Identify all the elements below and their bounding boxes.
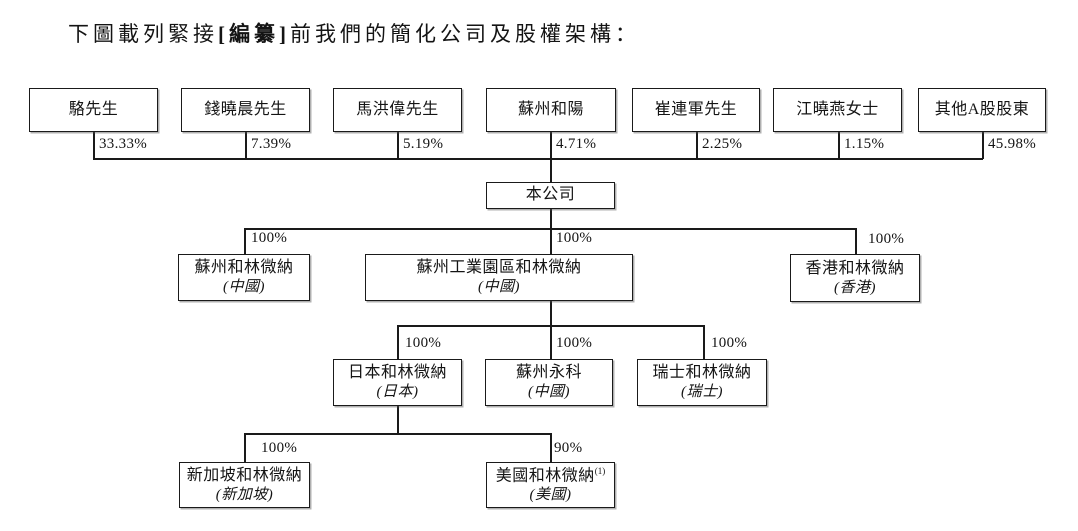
connector-line-vertical — [245, 132, 247, 159]
connector-line-vertical — [550, 228, 552, 255]
node-us-helin: 美國和林微納(1)(美國) — [486, 462, 615, 508]
entity-name-text: 蘇州和林微納 — [194, 259, 294, 277]
node-sg-helin: 新加坡和林微納 (新加坡) — [179, 462, 310, 508]
ownership-pct-qian: 7.39% — [251, 136, 292, 152]
entity-name-text: 美國和林微納 — [495, 467, 595, 485]
entity-name: 錢曉晨先生 — [204, 100, 287, 121]
connector-line-vertical — [703, 325, 705, 360]
entity-name-text: 蘇州永科 — [515, 364, 582, 382]
entity-name: 蘇州和林微納 — [194, 258, 293, 279]
connector-line-vertical — [838, 132, 840, 159]
connector-line-vertical — [550, 325, 552, 360]
node-suzhou-yongke: 蘇州永科 (中國) — [485, 359, 613, 406]
connector-line-vertical — [397, 132, 399, 159]
connector-line-vertical — [550, 158, 552, 183]
node-heyang: 蘇州和陽 — [486, 88, 616, 132]
entity-name: 美國和林微納(1) — [496, 466, 606, 487]
entity-name: 崔連軍先生 — [655, 100, 738, 121]
entity-location: (中國) — [478, 279, 520, 296]
node-ma: 馬洪偉先生 — [333, 88, 462, 132]
connector-line-vertical — [550, 132, 552, 159]
entity-name-text: 蘇州工業園區和林微納 — [416, 259, 582, 277]
entity-name: 日本和林微納 — [348, 363, 447, 384]
connector-line-vertical — [550, 208, 552, 229]
node-other: 其他A股股東 — [918, 88, 1046, 132]
node-hk-helin: 香港和林微納 (香港) — [790, 254, 920, 302]
connector-line-vertical — [982, 132, 984, 159]
title-text-suffix: 前我們的簡化公司及股權架構： — [290, 22, 640, 46]
entity-name: 蘇州工業園區和林微納 — [416, 258, 581, 279]
ownership-pct-sg-helin: 100% — [261, 440, 298, 456]
entity-name-text: 馬洪偉先生 — [356, 100, 439, 118]
title-redaction-marker: [編纂] — [218, 22, 290, 46]
entity-name: 駱先生 — [69, 100, 119, 121]
ownership-pct-sip-helin: 100% — [556, 230, 593, 246]
entity-location: (美國) — [529, 486, 572, 503]
connector-line-vertical — [93, 132, 95, 159]
entity-name: 江曉燕女士 — [796, 100, 879, 121]
entity-name-text: 其他A股股東 — [934, 100, 1030, 118]
entity-name-text: 新加坡和林微納 — [186, 466, 303, 484]
entity-name: 本公司 — [526, 185, 576, 206]
node-company: 本公司 — [486, 182, 615, 209]
entity-name-text: 瑞士和林微納 — [652, 364, 752, 382]
entity-name-text: 蘇州和陽 — [517, 100, 584, 118]
page-title: 下圖載列緊接[編纂]前我們的簡化公司及股權架構： — [68, 18, 640, 48]
entity-name: 瑞士和林微納 — [652, 363, 751, 384]
entity-name: 其他A股股東 — [935, 100, 1030, 121]
node-qian: 錢曉晨先生 — [181, 88, 310, 132]
ownership-pct-suzhou-yongke: 100% — [556, 335, 593, 351]
connector-line-horizontal — [93, 158, 983, 160]
connector-line-vertical — [397, 325, 399, 360]
ownership-pct-heyang: 4.71% — [556, 136, 597, 152]
ownership-pct-japan-helin: 100% — [405, 335, 442, 351]
ownership-pct-ma: 5.19% — [403, 136, 444, 152]
entity-name: 蘇州永科 — [516, 363, 582, 384]
node-jiang: 江曉燕女士 — [773, 88, 902, 132]
connector-line-vertical — [550, 433, 552, 463]
ownership-pct-luo: 33.33% — [99, 136, 148, 152]
entity-name-text: 錢曉晨先生 — [204, 100, 287, 118]
ownership-pct-suzhou-helin: 100% — [251, 230, 288, 246]
entity-location: (瑞士) — [681, 384, 723, 401]
connector-line-vertical — [855, 228, 857, 255]
node-luo: 駱先生 — [29, 88, 158, 132]
ownership-pct-swiss-helin: 100% — [711, 335, 748, 351]
entity-location: (新加坡) — [215, 486, 274, 503]
ownership-pct-jiang: 1.15% — [844, 136, 885, 152]
entity-name: 香港和林微納 — [805, 259, 904, 280]
entity-name-text: 香港和林微納 — [805, 259, 905, 277]
node-japan-helin: 日本和林微納 (日本) — [333, 359, 462, 406]
connector-line-vertical — [550, 300, 552, 326]
entity-location: (中國) — [528, 384, 570, 401]
title-text-prefix: 下圖載列緊接 — [68, 22, 218, 46]
node-swiss-helin: 瑞士和林微納 (瑞士) — [637, 359, 767, 406]
entity-name-text: 駱先生 — [68, 100, 119, 118]
ownership-pct-us-helin: 90% — [554, 440, 583, 456]
connector-line-vertical — [397, 405, 399, 434]
entity-location: (日本) — [376, 384, 419, 401]
ownership-pct-cui: 2.25% — [702, 136, 743, 152]
entity-location: (香港) — [834, 279, 876, 296]
entity-name-text: 江曉燕女士 — [796, 100, 879, 118]
node-suzhou-helin: 蘇州和林微納 (中國) — [178, 254, 310, 301]
ownership-pct-other: 45.98% — [988, 136, 1037, 152]
entity-name-text: 日本和林微納 — [347, 364, 447, 382]
entity-name: 蘇州和陽 — [518, 100, 584, 121]
node-cui: 崔連軍先生 — [632, 88, 760, 132]
entity-name: 馬洪偉先生 — [356, 100, 439, 121]
ownership-pct-hk-helin: 100% — [868, 231, 905, 247]
entity-name: 新加坡和林微納 — [187, 466, 303, 487]
entity-name-text: 本公司 — [525, 186, 576, 204]
footnote-superscript: (1) — [594, 465, 606, 476]
connector-line-vertical — [244, 433, 246, 463]
node-sip-helin: 蘇州工業園區和林微納 (中國) — [365, 254, 633, 301]
connector-line-vertical — [244, 228, 246, 255]
entity-location: (中國) — [223, 279, 265, 296]
entity-name-text: 崔連軍先生 — [654, 100, 738, 118]
connector-line-vertical — [696, 132, 698, 159]
